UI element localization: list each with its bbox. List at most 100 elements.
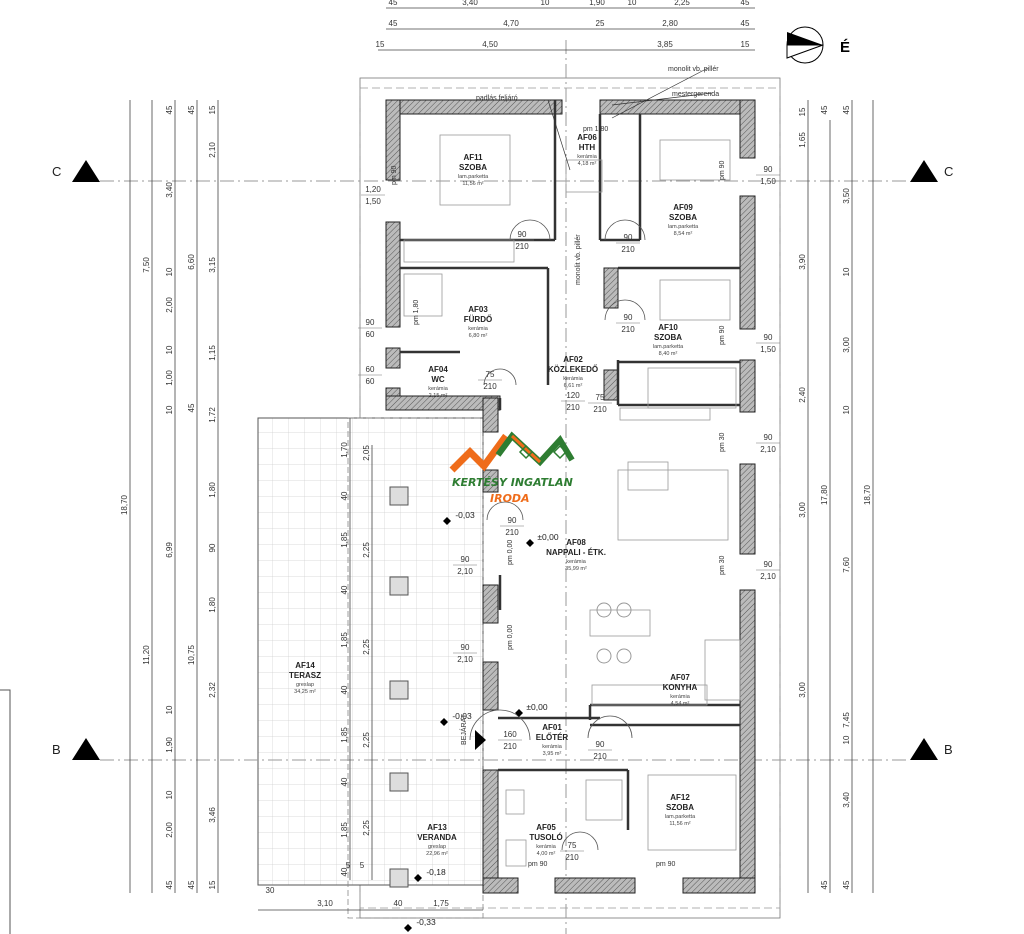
opening-height: 210 xyxy=(503,742,517,751)
dimension-label: 40 xyxy=(340,685,349,694)
room-floor: kerámia xyxy=(428,386,449,392)
dimension-label: 6,60 xyxy=(187,254,196,270)
dimension-label: 6,99 xyxy=(165,542,174,558)
terrace-paving xyxy=(257,417,484,886)
room-name: TERASZ xyxy=(289,671,321,680)
room-floor: lam.parketta xyxy=(668,224,699,230)
room-id: AF06 xyxy=(577,133,597,142)
annotation: pm 90 xyxy=(719,325,726,345)
wall xyxy=(482,769,499,894)
dimension-label: 2,10 xyxy=(208,142,217,158)
north-label: É xyxy=(840,39,850,56)
dimension-label: 3,90 xyxy=(798,254,807,270)
dimension-label: 2,00 xyxy=(165,822,174,838)
dimension-label: 18,70 xyxy=(863,484,872,505)
opening-width: 90 xyxy=(596,740,605,749)
opening-height: 210 xyxy=(621,245,635,254)
dimension-label: 3,40 xyxy=(165,182,174,198)
annotation: pm 1,80 xyxy=(583,126,608,133)
room-name: KONYHA xyxy=(663,683,698,692)
dimension-label: 45 xyxy=(187,403,196,412)
dimension-label: 17,80 xyxy=(820,484,829,505)
dimension-label: 3,15 xyxy=(208,257,217,273)
room-area: 4,00 m² xyxy=(537,851,556,857)
wall xyxy=(482,397,499,433)
dimension-label: 4,50 xyxy=(482,40,498,49)
column-footing xyxy=(389,486,409,506)
dimension-label: 3,00 xyxy=(842,337,851,353)
section-marker-b-right[interactable]: B xyxy=(910,738,953,760)
level-marker-icon xyxy=(440,718,448,726)
opening-width: 90 xyxy=(764,165,773,174)
dimension-label: 45 xyxy=(389,19,398,28)
dimension-label: 1,85 xyxy=(340,532,349,548)
dimension-label: 45 xyxy=(389,0,398,7)
dimension-label: 25 xyxy=(596,19,605,28)
opening-width: 90 xyxy=(518,230,527,239)
room-name: SZOBA xyxy=(459,163,487,172)
wall xyxy=(739,195,756,330)
dimension-label: 90 xyxy=(208,543,217,552)
dimension-label: 1,85 xyxy=(340,632,349,648)
level-marker-icon xyxy=(515,709,523,717)
room-area: 2,15 m² xyxy=(429,393,448,399)
room-id: AF12 xyxy=(670,793,690,802)
dimension-label: 2,25 xyxy=(674,0,690,7)
dimension-label: 1,75 xyxy=(433,899,449,908)
room-floor: lam.parketta xyxy=(665,814,696,820)
opening-width: 90 xyxy=(764,333,773,342)
wall xyxy=(482,469,499,493)
opening-width: 90 xyxy=(461,555,470,564)
section-marker-b-left[interactable]: B xyxy=(52,738,100,760)
wall xyxy=(682,877,756,894)
door-swing xyxy=(486,501,524,521)
dimension-label: 40 xyxy=(340,867,349,876)
annotation: pm 90 xyxy=(391,165,398,185)
annotation: pm 1,80 xyxy=(413,300,420,325)
room-floor: kerámia xyxy=(566,559,587,565)
dimension-label: 10 xyxy=(842,267,851,276)
opening-height: 2,10 xyxy=(457,655,473,664)
opening-height: 210 xyxy=(566,403,580,412)
room-name: TUSOLÓ xyxy=(529,833,562,842)
dimension-label: 40 xyxy=(394,899,403,908)
entrance-arrow-icon xyxy=(475,730,486,750)
column-footing xyxy=(389,772,409,792)
section-marker-c-right[interactable]: C xyxy=(910,160,953,182)
dimension-label: 1,15 xyxy=(208,345,217,361)
section-label: B xyxy=(52,742,61,757)
room-floor: greslap xyxy=(428,844,446,850)
dimension-label: 10 xyxy=(165,267,174,276)
opening-height: 210 xyxy=(505,528,519,537)
dimension-label: 45 xyxy=(820,105,829,114)
room-id: AF01 xyxy=(542,723,562,732)
door-swing xyxy=(604,299,646,321)
logo-text-main: KERTÉSY INGATLAN xyxy=(452,476,573,489)
dimension-label: 10 xyxy=(541,0,550,7)
section-marker-c-left[interactable]: C xyxy=(52,160,100,182)
room-floor: kerámia xyxy=(468,326,489,332)
room-area: 35,99 m² xyxy=(565,566,587,572)
opening-width: 90 xyxy=(624,233,633,242)
dimension-label: 30 xyxy=(266,886,275,895)
opening-width: 75 xyxy=(486,370,495,379)
level-mark: -0,03 xyxy=(455,510,475,520)
opening-width: 75 xyxy=(596,393,605,402)
wardrobe xyxy=(403,239,515,263)
adjacent-outline xyxy=(0,689,11,934)
dimension-label: 11,20 xyxy=(142,645,151,665)
room-area: 4,18 m² xyxy=(578,161,597,167)
door-swing xyxy=(604,219,646,241)
section-label: B xyxy=(944,742,953,757)
room-floor: kerámia xyxy=(536,844,557,850)
room-area: 6,61 m² xyxy=(564,383,583,389)
room-name: SZOBA xyxy=(669,213,697,222)
furniture xyxy=(389,134,741,888)
